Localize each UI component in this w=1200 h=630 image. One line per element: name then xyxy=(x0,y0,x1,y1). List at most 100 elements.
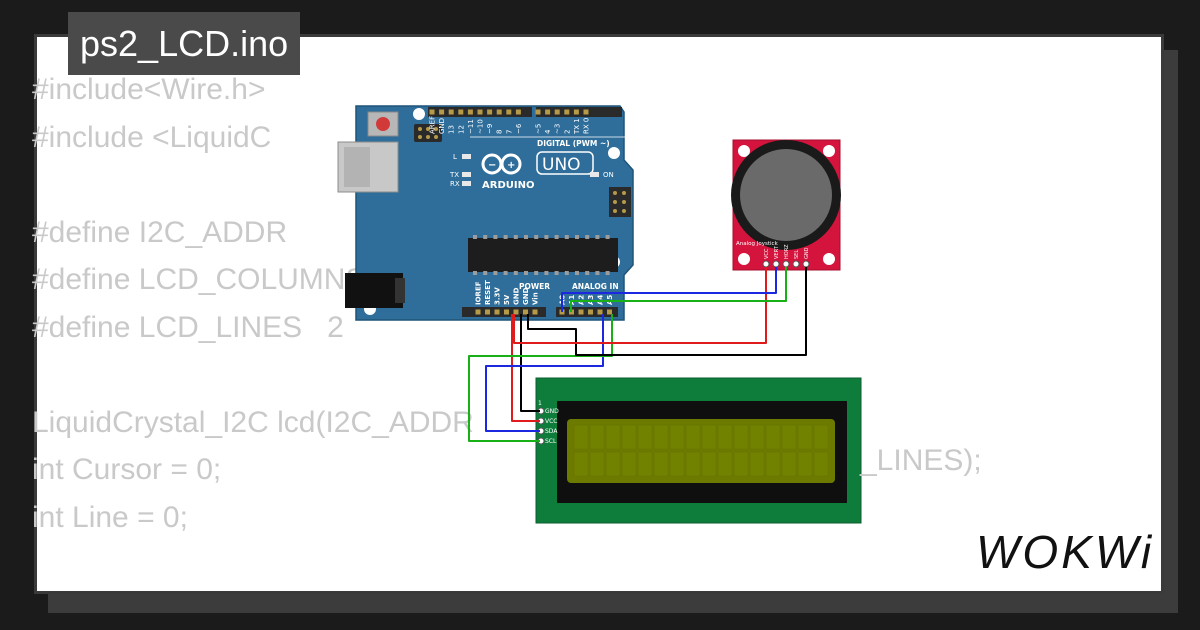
header-pin[interactable] xyxy=(439,109,445,115)
code-line: int Line = 0; xyxy=(32,500,188,534)
power-pin-label: RESET xyxy=(484,280,492,305)
mounting-hole xyxy=(738,253,750,265)
reset-button-cap[interactable] xyxy=(376,117,390,131)
power-pin-label: 5V xyxy=(503,294,511,305)
analog-header xyxy=(556,307,618,317)
digital-pin-label: AREF xyxy=(429,116,437,134)
header-pin[interactable] xyxy=(429,109,435,115)
analog-pin[interactable] xyxy=(607,309,612,315)
header-pin[interactable] xyxy=(545,109,551,115)
analog-pin[interactable] xyxy=(597,309,603,315)
code-line: LiquidCrystal_I2C lcd(I2C_ADDR xyxy=(32,405,474,439)
wire-black-lcd-gnd xyxy=(520,314,540,412)
header-pin[interactable] xyxy=(487,109,493,115)
analog-header-label: ANALOG IN xyxy=(572,282,619,291)
digital-pin-label: ~3 xyxy=(554,124,562,134)
wire-blue-lcd-sda xyxy=(485,314,604,432)
analog-pin-label: A1 xyxy=(568,295,576,305)
usb-port-inner xyxy=(344,147,370,187)
digital-pin-label: ~11 xyxy=(467,119,475,134)
wokwi-logo: WOKWi xyxy=(976,526,1155,578)
arduino-brand: ARDUINO xyxy=(482,180,534,191)
code-preview: #include<Wire.h> #include <LiquidC #defin… xyxy=(32,66,474,541)
reset-button[interactable] xyxy=(367,111,399,137)
power-pin-label: IOREF xyxy=(475,281,483,305)
header-pin[interactable] xyxy=(496,109,502,115)
digital-pin-label: 8 xyxy=(496,130,504,134)
code-line: int Cursor = 0; xyxy=(32,453,222,486)
analog-pin-label: A4 xyxy=(597,295,605,305)
svg-text:−: − xyxy=(488,160,496,171)
wires xyxy=(468,267,807,442)
code-line: #define LCD_LINES 2 xyxy=(32,310,344,344)
header-pin[interactable] xyxy=(554,109,560,115)
digital-pin-label: ~10 xyxy=(477,119,485,134)
joystick-pin[interactable] xyxy=(792,260,800,268)
power-pin[interactable] xyxy=(504,309,509,315)
header-pin[interactable] xyxy=(535,109,541,115)
header-pin[interactable] xyxy=(448,109,454,115)
icsp-header-right xyxy=(609,187,631,217)
power-pin[interactable] xyxy=(532,309,538,315)
lcd-pin-label: GND xyxy=(545,408,559,415)
digital-pin-label: TX 1 xyxy=(573,118,581,135)
power-pin[interactable] xyxy=(513,309,519,315)
wire-red-joystick-vcc xyxy=(513,267,767,344)
joystick-knob[interactable] xyxy=(740,149,832,241)
digital-pin-label: 12 xyxy=(457,125,465,134)
led-label-l: L xyxy=(453,153,457,161)
joystick-pin[interactable] xyxy=(802,260,810,268)
digital-header-2 xyxy=(536,107,622,117)
header-pin[interactable] xyxy=(477,109,483,115)
joystick-pin[interactable] xyxy=(762,260,770,268)
header-pin[interactable] xyxy=(458,109,464,115)
power-pin[interactable] xyxy=(485,309,490,315)
header-pin[interactable] xyxy=(515,109,521,115)
lcd-pin-label: VCC xyxy=(545,418,557,425)
power-pin[interactable] xyxy=(475,309,481,315)
code-line: #include <LiquidC xyxy=(32,120,272,154)
joystick-label: Analog Joystick xyxy=(736,241,779,247)
power-pin[interactable] xyxy=(523,309,528,315)
file-title: ps2_LCD.ino xyxy=(68,12,301,75)
analog-pin[interactable] xyxy=(578,309,584,315)
digital-header-label: DIGITAL (PWM ~) xyxy=(537,139,610,148)
header-pin[interactable] xyxy=(467,109,473,115)
power-pin-label: GND xyxy=(513,287,521,305)
power-header-label: POWER xyxy=(519,282,550,291)
uno-badge xyxy=(536,151,594,175)
joystick-pin[interactable] xyxy=(772,260,780,268)
power-pin-label: GND xyxy=(522,287,530,305)
mounting-hole xyxy=(823,253,835,265)
joystick-pin[interactable] xyxy=(782,260,790,268)
lcd-pin1-label: 1 xyxy=(538,400,542,407)
power-pin[interactable] xyxy=(494,309,500,315)
mounting-hole xyxy=(738,145,750,157)
digital-pin-label: ~5 xyxy=(535,124,543,134)
lcd-pin-label: SCL xyxy=(545,438,557,445)
code-tail: _LINES); xyxy=(860,444,982,477)
svg-text:+: + xyxy=(507,160,515,171)
led-on xyxy=(590,172,599,177)
led-label-on: ON xyxy=(603,171,614,179)
header-pin[interactable] xyxy=(564,109,570,115)
led-l xyxy=(462,154,471,159)
led-tx xyxy=(462,172,471,177)
digital-pin-label: RX 0 xyxy=(583,118,591,134)
analog-pin-label: A3 xyxy=(587,295,595,305)
analog-pin-label: A2 xyxy=(578,295,586,305)
code-line: #include<Wire.h> xyxy=(32,73,266,106)
joystick-pin-label: VERT xyxy=(774,245,780,259)
led-rx xyxy=(462,181,471,186)
wire-blue-joystick-vert xyxy=(561,267,777,312)
header-pin[interactable] xyxy=(573,109,579,115)
arduino-model: UNO xyxy=(542,155,581,175)
header-pin[interactable] xyxy=(583,109,589,115)
digital-pin-label: ~9 xyxy=(486,124,494,134)
header-pin[interactable] xyxy=(506,109,512,115)
analog-pin[interactable] xyxy=(588,309,593,315)
